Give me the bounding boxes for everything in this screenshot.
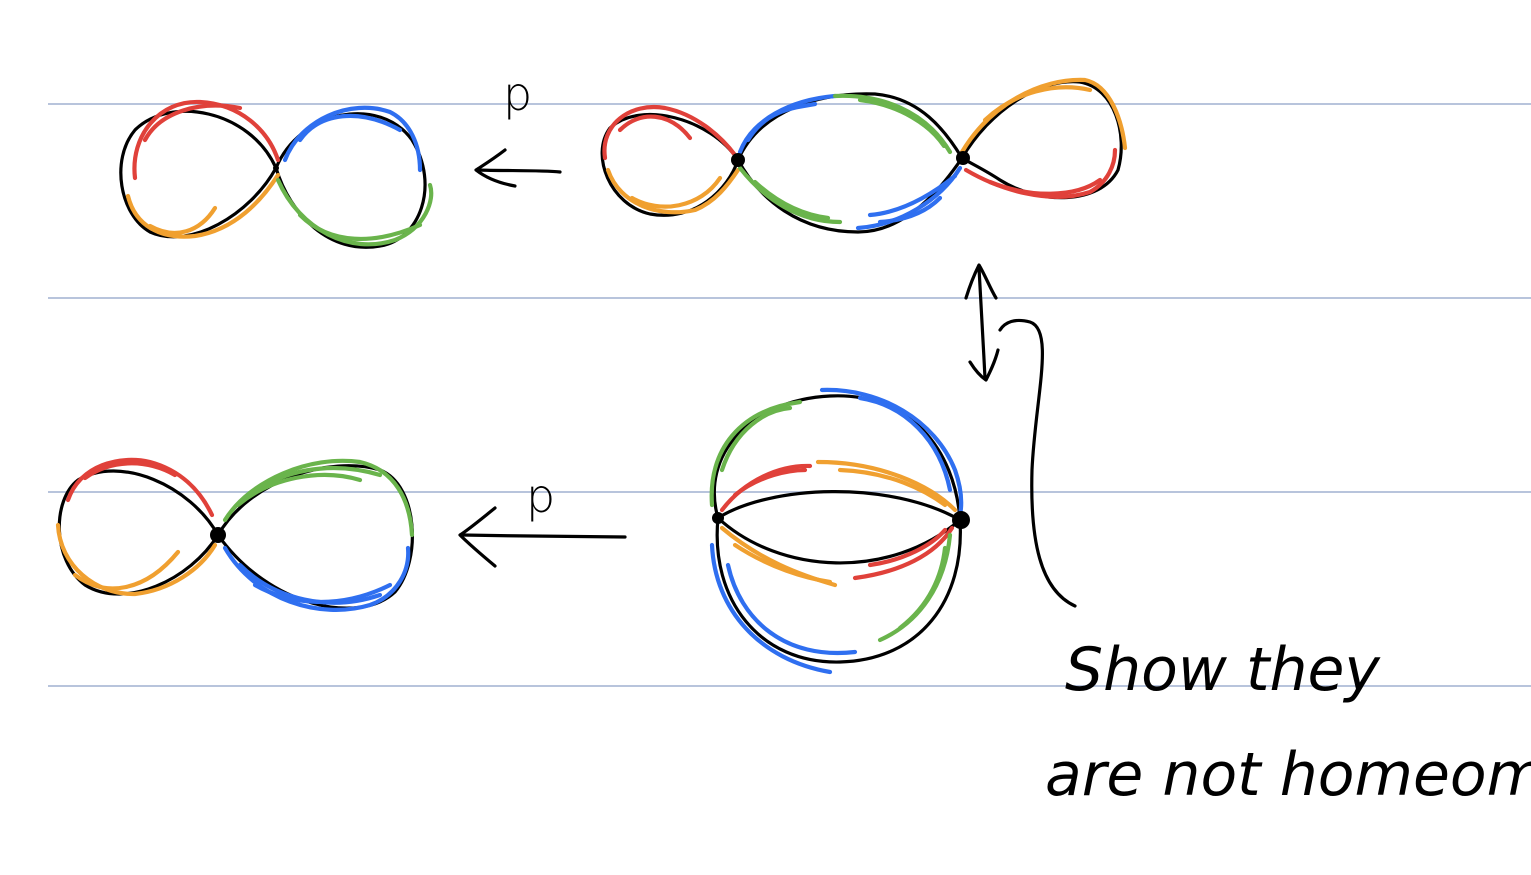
green-arc — [235, 472, 363, 508]
blue-arc — [222, 545, 411, 612]
vertex-dot — [712, 512, 724, 524]
green-arc — [897, 545, 948, 631]
red-arc — [82, 461, 178, 481]
note-line-1: Show they — [1065, 635, 1381, 705]
blue-arc — [745, 101, 818, 143]
orange-arc — [605, 167, 741, 215]
black-outline — [716, 490, 962, 522]
top-right-cover — [600, 77, 1128, 234]
top-map-arrow: p — [474, 67, 562, 188]
orange-arc — [147, 205, 218, 235]
black-outline — [119, 109, 278, 239]
red-arc — [65, 457, 215, 518]
arrow-shaft — [460, 533, 627, 539]
bottom-map-label: p — [526, 469, 555, 523]
vertex-dot — [956, 151, 970, 165]
bottom-map-arrow: p — [458, 469, 627, 568]
green-arc — [275, 177, 434, 247]
top-map-label: p — [503, 67, 532, 121]
green-arc — [242, 465, 383, 501]
green-arc — [737, 165, 843, 225]
red-arc — [602, 104, 738, 161]
orange-arc — [982, 85, 1093, 123]
bottom-left-figure-eight — [55, 457, 415, 612]
orange-arc — [837, 467, 948, 508]
orange-arc — [55, 522, 218, 597]
orange-arc — [125, 172, 281, 239]
vertex-dot — [952, 511, 970, 529]
blue-arc — [252, 582, 393, 605]
arrow-shaft — [977, 266, 987, 380]
green-arc — [857, 97, 947, 149]
red-arc — [142, 103, 243, 143]
bottom-right-cover — [709, 387, 970, 675]
vertex-dot — [731, 153, 745, 167]
blue-arc — [855, 165, 963, 231]
handwritten-note: Show they are not homeom. — [1045, 635, 1531, 810]
blue-arc — [867, 173, 958, 218]
blue-arc — [857, 395, 953, 493]
orange-arc — [719, 525, 838, 588]
wedge-point — [210, 527, 226, 543]
note-line-2: are not homeom. — [1045, 740, 1531, 810]
orange-arc — [629, 175, 723, 209]
red-arc — [852, 525, 955, 581]
blue-arc — [877, 195, 943, 225]
double-arrow — [964, 263, 1000, 382]
green-arc — [709, 399, 803, 508]
orange-arc — [732, 542, 833, 585]
red-arc — [732, 467, 808, 498]
red-arc — [719, 463, 813, 513]
ruled-lines — [48, 103, 1531, 687]
blue-arc — [725, 562, 858, 656]
arrow-head — [474, 148, 517, 188]
arrow-head — [968, 348, 1000, 382]
green-arc — [752, 179, 831, 221]
arrow-shaft — [476, 168, 562, 174]
arrow-head — [458, 506, 497, 568]
wedge-point — [273, 165, 279, 171]
orange-arc — [72, 549, 181, 591]
red-arc — [987, 177, 1103, 196]
arrow-head — [964, 263, 998, 300]
orange-arc — [815, 459, 958, 513]
blue-arc — [709, 542, 833, 675]
black-outline — [274, 112, 427, 249]
blue-arc — [819, 387, 964, 518]
red-arc — [867, 527, 948, 568]
pointer-curve — [998, 318, 1077, 608]
blue-arc — [297, 113, 403, 143]
red-arc — [617, 114, 693, 141]
green-arc — [719, 405, 793, 473]
green-arc — [297, 212, 423, 241]
top-left-figure-eight — [119, 99, 434, 249]
red-arc — [132, 99, 281, 181]
